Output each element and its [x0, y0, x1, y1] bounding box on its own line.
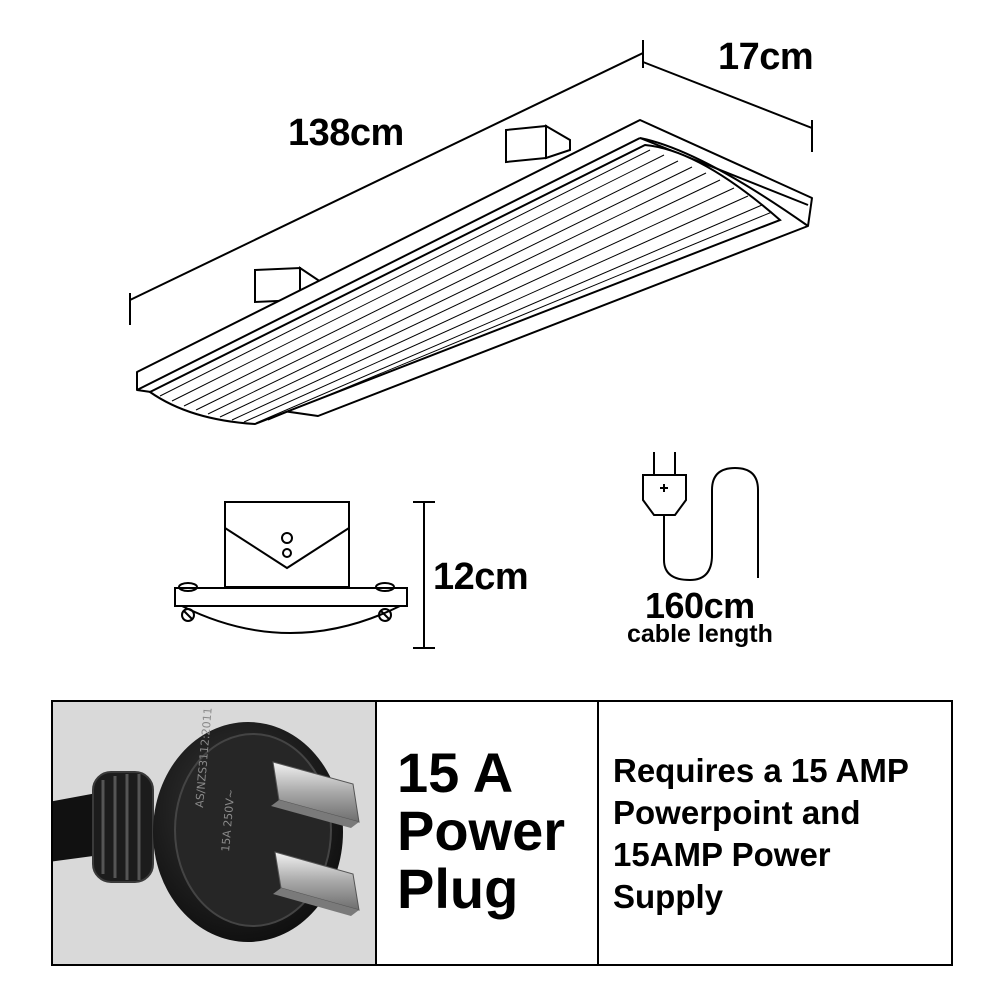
plug-photo-cell: AS/NZS3112:2011 15A 250V~	[53, 702, 377, 964]
plug-title-cell: 15 A Power Plug	[377, 702, 599, 964]
plug-title-line-2: Power	[397, 799, 566, 862]
plug-description-line-4: Supply	[613, 878, 724, 915]
plug-description-line-2: Powerpoint and	[613, 794, 861, 831]
cable-icon	[642, 452, 759, 582]
plug-description-cell: Requires a 15 AMP Powerpoint and 15AMP P…	[599, 702, 951, 964]
plug-description-line-3: 15AMP Power	[613, 836, 831, 873]
plug-description-line-1: Requires a 15 AMP	[613, 752, 909, 789]
plug-rating-marking: 15A 250V~	[219, 789, 237, 853]
length-dimension-label: 138cm	[288, 112, 404, 154]
height-dimension-label: 12cm	[433, 556, 529, 598]
cable-length-value: 160cm	[645, 585, 755, 626]
width-dimension-label: 17cm	[718, 36, 814, 78]
plug-title-line-3: Plug	[397, 857, 519, 920]
heater-side-view-icon	[174, 501, 408, 634]
length-dimension-line	[129, 40, 644, 325]
cable-length-caption: cable length	[627, 620, 773, 648]
heater-perspective-icon	[136, 119, 813, 426]
plug-title-line-1: 15 A	[397, 741, 514, 804]
width-dimension-line	[642, 61, 813, 152]
heater-line-drawing	[129, 40, 813, 649]
height-dimension-line	[413, 501, 435, 649]
plug-spec-table: AS/NZS3112:2011 15A 250V~ 15 A Power Plu…	[51, 700, 953, 966]
plug-photo-icon: AS/NZS3112:2011 15A 250V~	[53, 707, 360, 942]
